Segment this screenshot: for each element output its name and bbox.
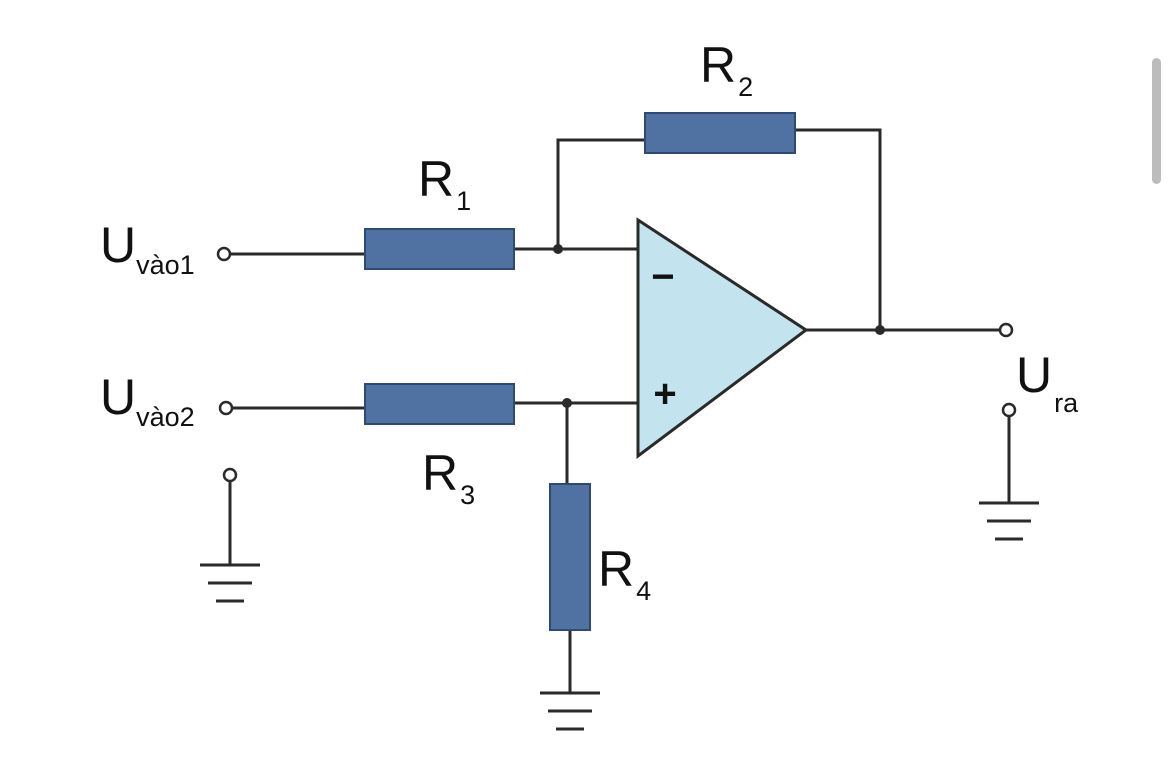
scrollbar[interactable] [1152, 58, 1161, 184]
terminal-in1 [216, 246, 232, 262]
junction-inverting [553, 244, 563, 254]
label-r3: R3 [422, 445, 475, 510]
resistor-r2 [644, 112, 796, 154]
label-r4: R4 [598, 541, 651, 606]
resistor-r4 [549, 483, 591, 631]
terminal-right-ground [1001, 402, 1017, 418]
ground-left-icon [200, 563, 260, 603]
opamp-triangle [636, 217, 809, 459]
junction-noninverting [562, 398, 572, 408]
opamp-inverting-sign: − [651, 255, 674, 299]
label-output: Ura [1016, 347, 1079, 418]
terminal-in2 [218, 400, 234, 416]
label-input-1: Uvào1 [100, 217, 195, 280]
ground-right-icon [979, 501, 1039, 541]
opamp-noninverting-sign: + [653, 372, 676, 416]
ground-r4-icon [540, 691, 600, 731]
label-r1: R1 [418, 151, 471, 216]
resistor-r3 [364, 383, 515, 425]
label-input-2: Uvào2 [100, 369, 195, 432]
terminal-output [998, 322, 1014, 338]
terminal-left-ground [222, 467, 238, 483]
label-r2: R2 [700, 37, 753, 102]
junction-output [875, 325, 885, 335]
resistor-r1 [364, 228, 515, 270]
